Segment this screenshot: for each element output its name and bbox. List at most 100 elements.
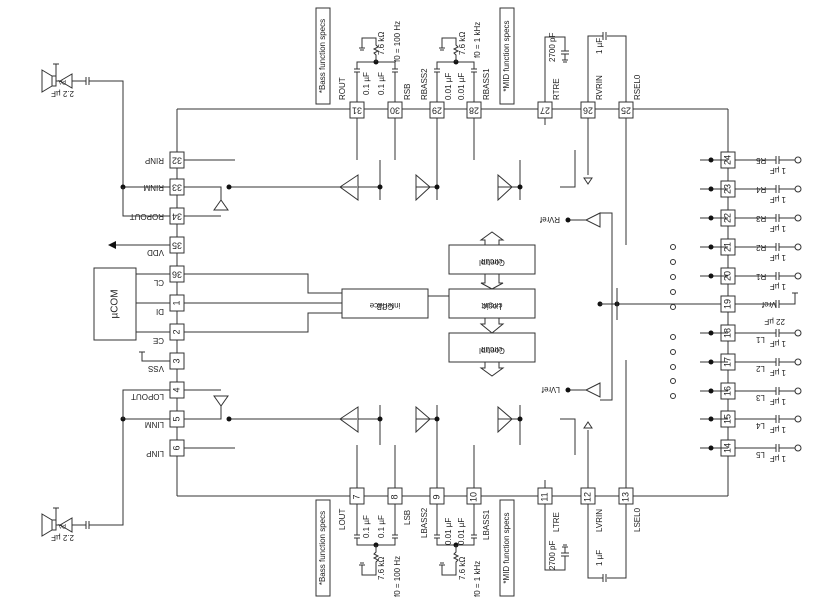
pin-number: 13	[620, 492, 630, 502]
input-terminal	[794, 415, 802, 423]
cap-label: 1 µF	[770, 425, 786, 434]
input-coupling-cap	[700, 214, 795, 222]
f0-label: f0 = 100 Hz	[393, 556, 402, 597]
input-coupling-cap	[700, 272, 795, 280]
pin-number: 12	[582, 492, 592, 502]
tone-ladder-bottom	[184, 389, 593, 466]
logic-blocks: CCB interface Logic circuit Control circ…	[184, 212, 785, 401]
pin-label: LSB	[403, 510, 412, 525]
cap-label: 0.1 µF	[362, 515, 371, 538]
cap-label: 1 µF	[770, 397, 786, 406]
pin-label: LINM	[145, 420, 164, 429]
selector-terminal	[670, 364, 676, 370]
pin-number: 25	[621, 106, 631, 116]
pin-label: RBASS1	[482, 68, 491, 100]
pin-label: CL	[153, 278, 164, 287]
junction-dot	[708, 445, 714, 451]
pin-label: DI	[156, 307, 164, 316]
input-coupling-cap	[700, 185, 795, 193]
pin-number: 11	[539, 492, 549, 501]
top-pins: 31 ROUT 30 RSB 29 RBASS2 28 RBASS1 27 RT…	[338, 68, 642, 119]
pin-label: L1	[755, 335, 764, 344]
spec-boxes: *Bass function specs *MID function specs…	[315, 7, 515, 597]
cap-label: 0.01 µF	[457, 73, 466, 100]
cap-label: 1 µF	[770, 195, 786, 204]
pin-25: 25 RSEL0	[618, 74, 642, 119]
cap-label: 2.2 µF	[51, 89, 74, 98]
pin-number: 8	[389, 494, 399, 499]
selector-terminal	[670, 349, 676, 355]
control-label: Control	[479, 346, 505, 355]
pin-number: 31	[352, 106, 362, 116]
pin-label: RSEL0	[633, 74, 642, 100]
res-label: 7.6 kΩ	[377, 557, 386, 580]
pin-label: LBASS2	[420, 507, 429, 538]
bottom-pins: 7 LOUT 8 LSB 9 LBASS2 10 LBASS1 11 LTRE …	[338, 487, 642, 540]
junction-dot	[708, 157, 714, 163]
f0-label: f0 = 100 Hz	[393, 21, 402, 62]
input-coupling-cap	[700, 358, 795, 366]
pin-number: 33	[172, 183, 182, 193]
rvref-label: RVref	[539, 215, 560, 224]
pin-label: VSS	[148, 364, 164, 373]
lvref-label: LVref	[541, 385, 560, 394]
cap-label: 1 µF	[770, 253, 786, 262]
junction-dot	[708, 416, 714, 422]
logic-label: Logic	[482, 302, 501, 311]
junction-dot	[708, 186, 714, 192]
mid-spec-label: *MID function specs	[502, 512, 511, 583]
logic-label: circuit	[481, 301, 503, 310]
pin-label: LSEL0	[633, 507, 642, 532]
cap-label: 1 µF	[770, 454, 786, 463]
cap-label: 0.01 µF	[444, 73, 453, 100]
pin-label: RINP	[145, 156, 164, 165]
pin-label: RTRE	[552, 78, 561, 100]
pin-30: 30 RSB	[387, 84, 412, 119]
pin-9: 9 LBASS2	[420, 487, 445, 538]
cap-label: 1 µF	[770, 224, 786, 233]
cap-label: 1 µF	[770, 368, 786, 377]
input-terminal	[794, 214, 802, 222]
cap-label: 0.1 µF	[377, 515, 386, 538]
input-coupling-cap	[700, 156, 795, 164]
pin-number: 6	[171, 445, 181, 450]
selector-terminal	[670, 304, 676, 310]
res-label: 7.6 kΩ	[377, 32, 386, 55]
pin-number: 32	[172, 156, 182, 166]
pin-27: 27 RTRE	[537, 78, 561, 119]
cap-label: 2700 pF	[548, 33, 557, 62]
input-terminal	[794, 243, 802, 251]
res-label: 7.6 kΩ	[458, 557, 467, 580]
tone-ladder-top	[184, 140, 593, 217]
left-external: PA 2.2 µF PA 2.2 µF µCOM	[41, 63, 170, 542]
pin-label: LINP	[146, 449, 164, 458]
selector-terminal	[670, 259, 676, 265]
vref-cap	[735, 292, 798, 308]
cap-label: 1 µF	[770, 166, 786, 175]
f0-label: f0 = 1 kHz	[473, 561, 482, 597]
input-terminal	[794, 329, 802, 337]
pin-label: LOUT	[338, 509, 347, 530]
pa-label: PA	[58, 522, 66, 528]
input-coupling-cap	[700, 444, 795, 452]
bass-spec-label: *Bass function specs	[318, 19, 327, 93]
input-terminal	[794, 358, 802, 366]
ccb-label: CCB	[377, 302, 394, 311]
ccb-label: interface	[369, 301, 400, 310]
control-block-top	[448, 244, 536, 275]
selector-terminal	[670, 378, 676, 384]
pin-label: L5	[755, 450, 764, 459]
pin-label: LVRIN	[595, 509, 604, 532]
right-inputs: 1 µF1 µF1 µF1 µF1 µF1 µF1 µF1 µF1 µF1 µF	[670, 156, 802, 463]
cap-label: 0.1 µF	[362, 72, 371, 95]
pin-32: 32 RINP	[145, 151, 185, 169]
pin-number: 28	[469, 106, 479, 116]
pin-13: 13 LSEL0	[618, 487, 642, 532]
bass-spec-label: *Bass function specs	[318, 511, 327, 585]
pin-label: RBASS2	[420, 68, 429, 100]
